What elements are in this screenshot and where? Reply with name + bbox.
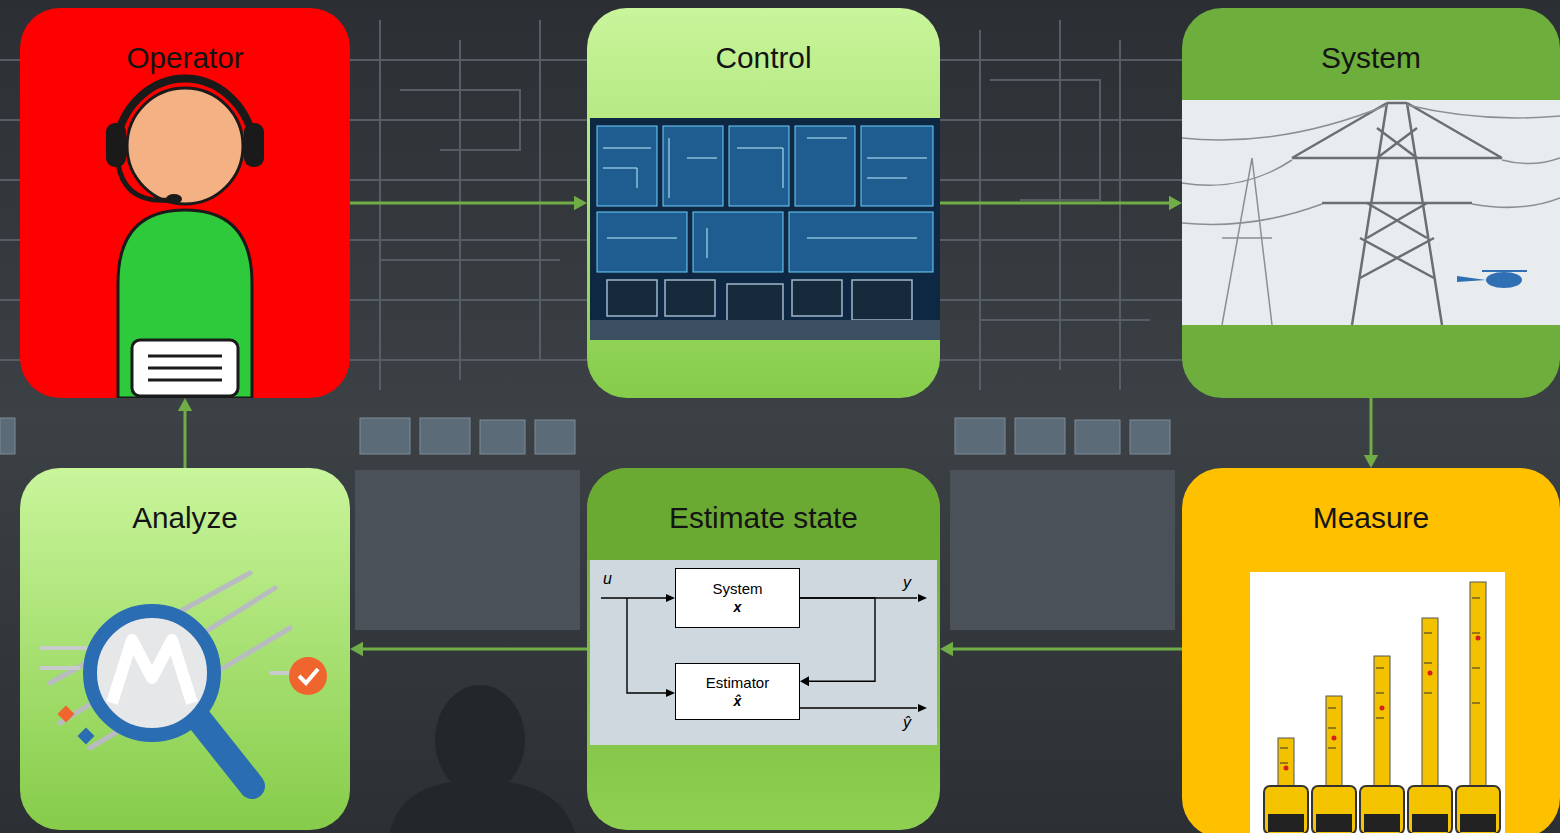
arrowhead — [1169, 196, 1182, 210]
block-name: Estimator — [706, 674, 769, 692]
operator-body — [118, 210, 252, 398]
blue-diamond — [78, 728, 95, 745]
photo-ground — [1250, 572, 1505, 833]
connector-line — [363, 648, 587, 651]
trend-arrows — [50, 573, 290, 748]
box-title: System — [1182, 38, 1560, 78]
headset-band — [117, 79, 253, 138]
arrowhead — [178, 398, 192, 411]
tape-bases — [1268, 814, 1496, 832]
estimate-state-box: Estimate stateSystemxEstimatorx̂ u y ŷ — [587, 468, 940, 830]
analyze-box: Analyze — [20, 468, 350, 830]
headset-ear — [106, 123, 126, 167]
power-lines — [1182, 105, 1560, 325]
photo-ground — [590, 118, 940, 340]
measure-box: Measure — [1182, 468, 1560, 833]
system-box: System — [1182, 8, 1560, 398]
feedback-wire — [800, 598, 875, 686]
estimate-signal-label: ŷ — [903, 714, 911, 732]
control-box: Control — [587, 8, 940, 398]
input-signal-label: u — [603, 570, 612, 588]
box-title: Operator — [20, 38, 350, 78]
flow-arrow — [350, 196, 587, 210]
desk — [590, 320, 940, 340]
flow-arrow — [178, 398, 192, 468]
desk-monitors — [607, 280, 912, 324]
box-title: Estimate state — [587, 498, 940, 538]
connector-line — [953, 648, 1182, 651]
check-badge — [289, 657, 327, 695]
lens-mark — [112, 640, 192, 703]
arrowhead — [574, 196, 587, 210]
magnifier-handle — [198, 718, 252, 786]
connector-line — [800, 598, 875, 681]
connector-line — [184, 411, 187, 468]
wall-panels — [597, 126, 933, 272]
flow-arrow — [1364, 398, 1378, 468]
keyboard — [132, 340, 238, 396]
tape-measures — [1264, 582, 1500, 833]
magnifier-lens — [90, 611, 214, 735]
flow-arrow — [940, 642, 1182, 656]
headset-ear — [244, 123, 264, 167]
helicopter — [1457, 270, 1527, 288]
block-name: System — [712, 580, 762, 598]
arrowhead — [1364, 455, 1378, 468]
person-silhouette — [390, 685, 575, 833]
output-signal-label: y — [903, 574, 911, 592]
headset-mic — [118, 163, 170, 200]
state-symbol: x̂ — [734, 692, 742, 710]
connector-line — [350, 202, 574, 205]
monitor-row — [0, 418, 1170, 454]
arrowhead — [940, 642, 953, 656]
tape-marks — [1284, 636, 1481, 771]
connector-line — [940, 202, 1169, 205]
estimator-block: Estimatorx̂ — [675, 663, 800, 720]
keyboard-keys — [148, 356, 222, 380]
mic-tip — [166, 194, 182, 204]
check-mark — [299, 669, 318, 683]
box-title: Control — [587, 38, 940, 78]
operator-box: Operator — [20, 8, 350, 398]
diagram-ground — [590, 560, 937, 745]
arrowhead — [350, 642, 363, 656]
state-symbol: x — [734, 598, 742, 616]
sky — [1182, 100, 1560, 325]
box-title: Measure — [1182, 498, 1560, 538]
connector-line — [1370, 398, 1373, 455]
panel-schematics — [603, 138, 927, 258]
tower — [1292, 103, 1502, 325]
system-block: Systemx — [675, 568, 800, 628]
flow-arrow — [940, 196, 1182, 210]
orange-diamond — [58, 706, 75, 723]
tape-ticks — [1280, 598, 1480, 763]
operator-head — [127, 88, 243, 204]
arrowhead — [800, 676, 809, 686]
flow-arrow — [350, 642, 587, 656]
header-band — [587, 468, 940, 560]
box-title: Analyze — [20, 498, 350, 538]
